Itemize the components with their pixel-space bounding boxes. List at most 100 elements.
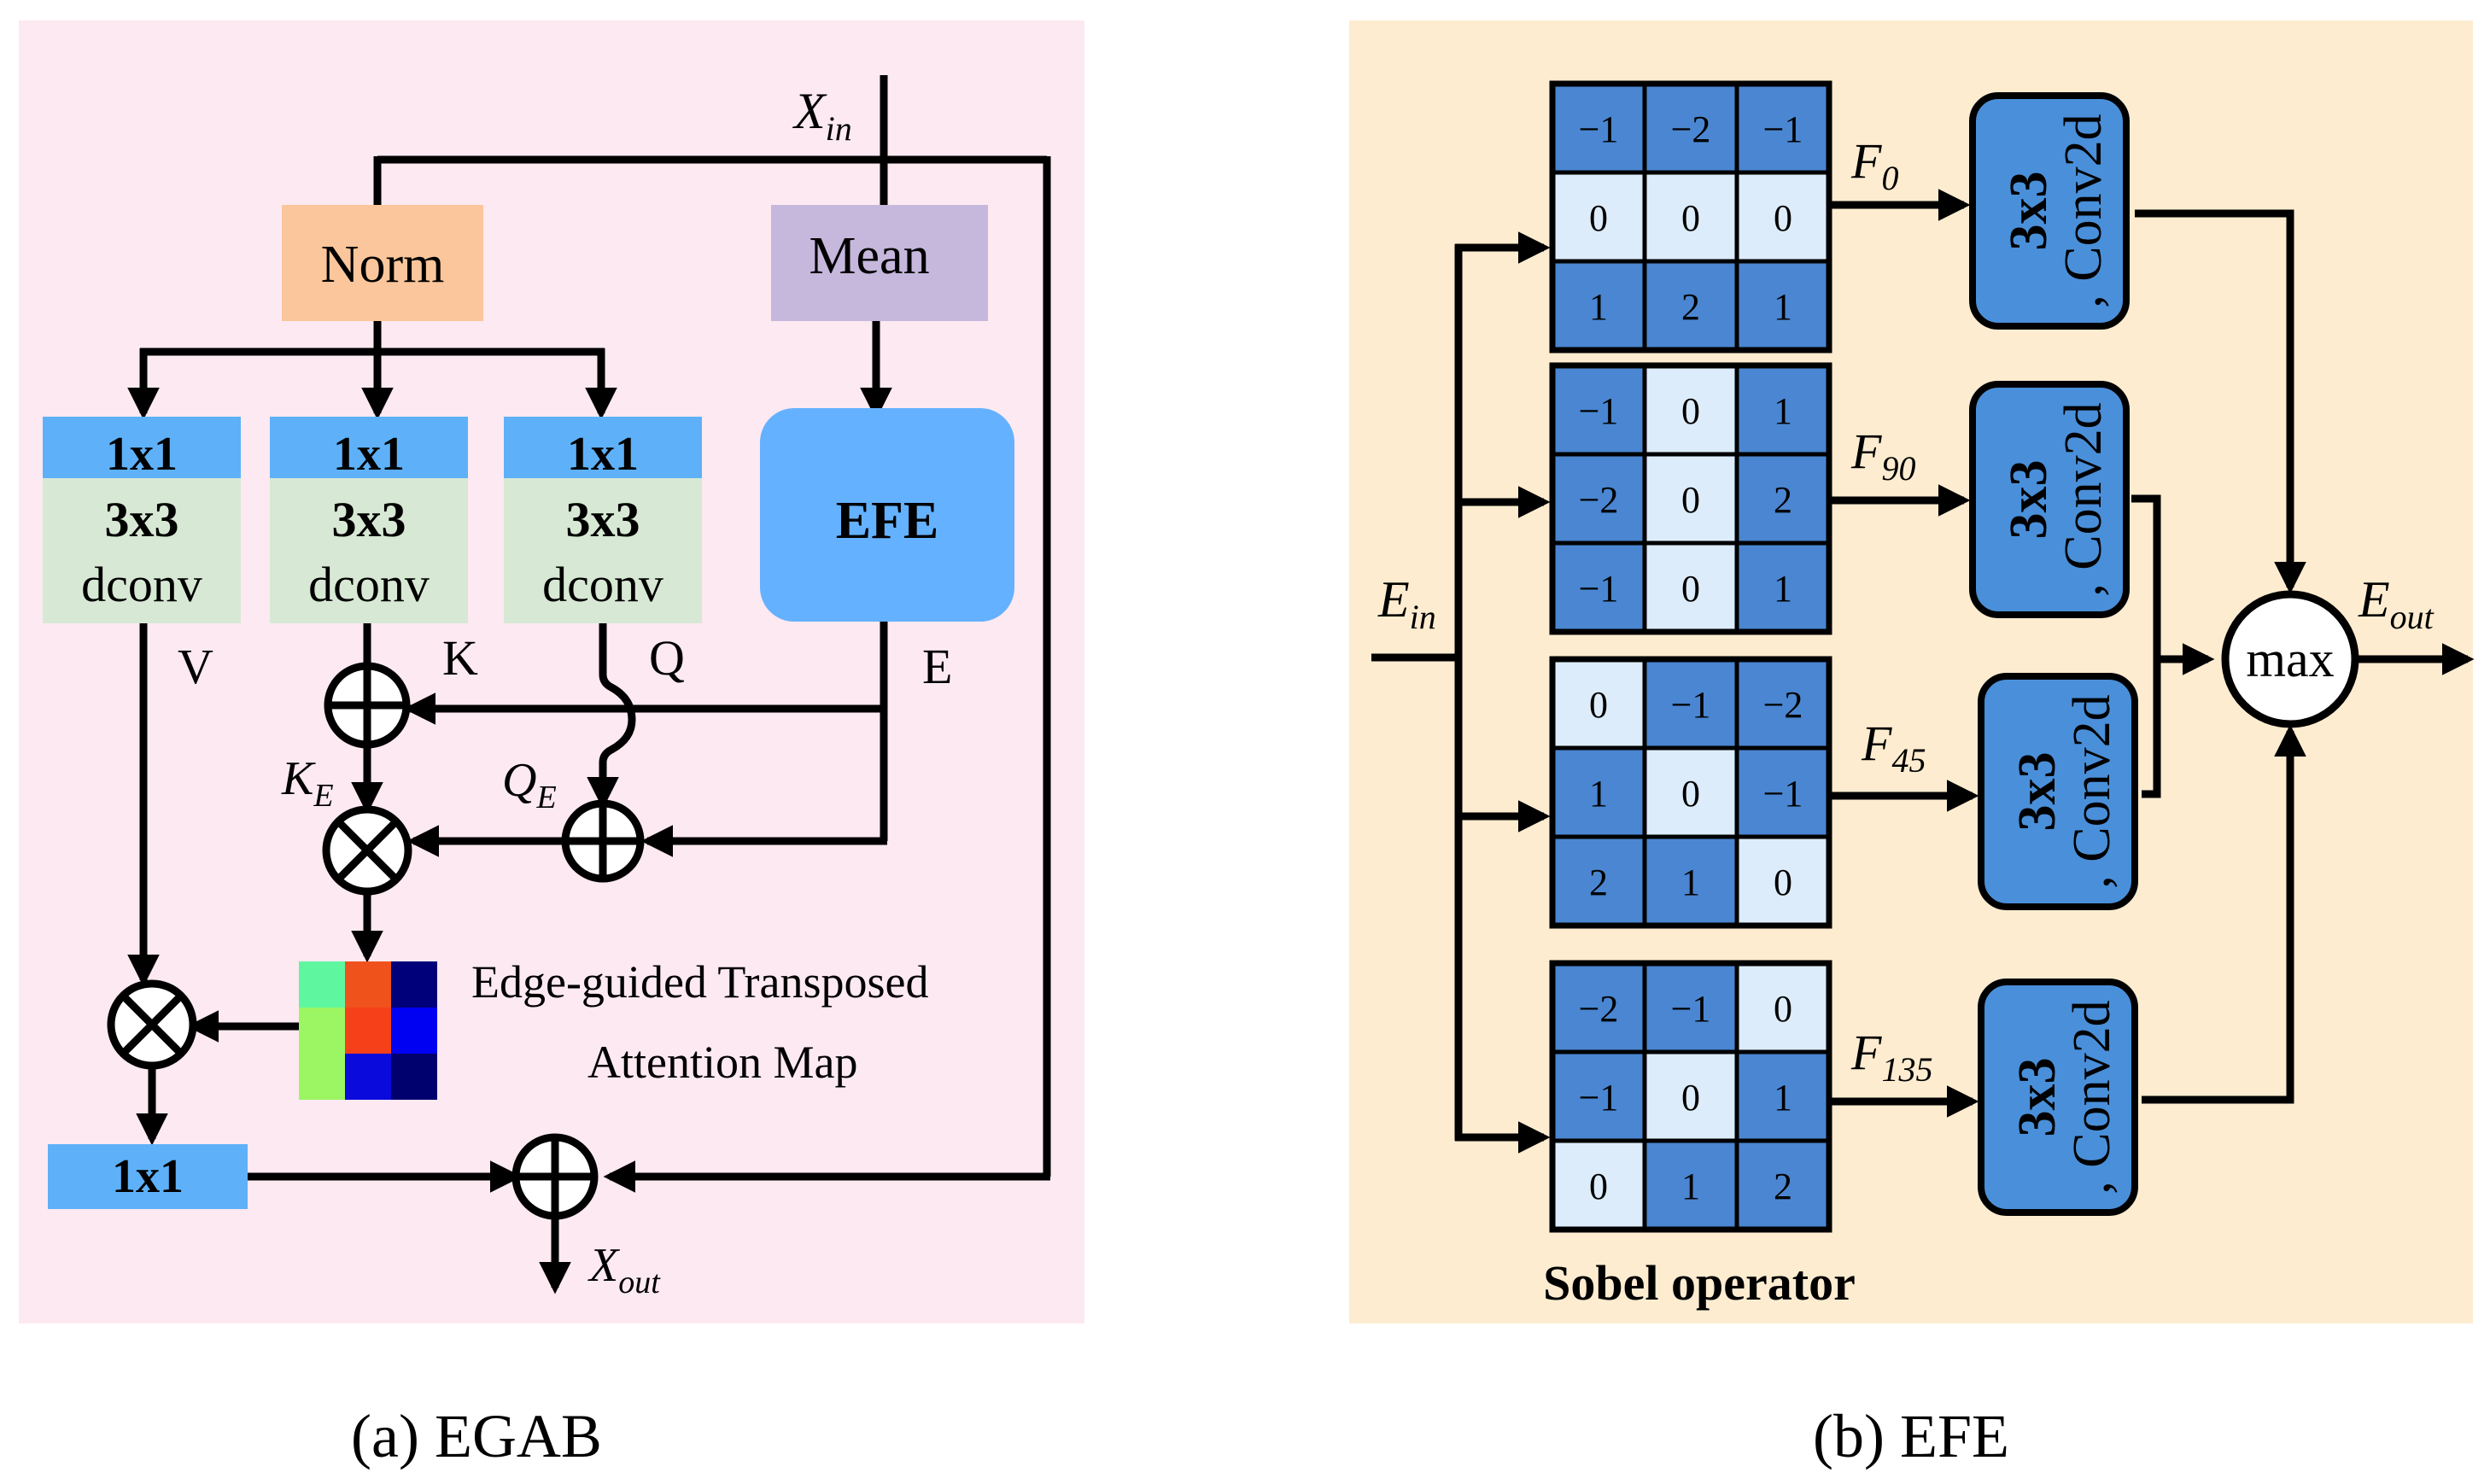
caption-a: (a) EGAB xyxy=(351,1402,602,1470)
kernel-cell-value: 0 xyxy=(1681,197,1700,239)
kernel-cell-value: 0 xyxy=(1681,390,1700,432)
branch-top-box xyxy=(270,417,468,478)
input-e-in-label: Ein xyxy=(1377,571,1436,636)
conv2d-label: 3x3, Conv2d xyxy=(2000,114,2113,307)
kernel-cell-value: −1 xyxy=(1579,1077,1619,1119)
kernel-cell-value: 0 xyxy=(1681,479,1700,521)
kernel-cell-value: 0 xyxy=(1589,684,1608,726)
kernel-cell-value: 1 xyxy=(1589,773,1608,815)
kernel-cell-value: −1 xyxy=(1763,108,1803,150)
conv2d-label: 3x3, Conv2d xyxy=(2000,402,2113,596)
branch-pointwise-label: 1x1 xyxy=(106,428,178,481)
input-x-in-label: Xin xyxy=(792,83,852,148)
kernel-cell-value: 1 xyxy=(1681,1166,1700,1207)
sobel-operator-label: Sobel operator xyxy=(1543,1255,1856,1311)
kernel-cell xyxy=(1734,81,1832,175)
kernel-cell xyxy=(1734,540,1832,634)
efe-label: EFE xyxy=(836,492,939,550)
branch-body-box xyxy=(270,478,468,623)
q-label: Q xyxy=(649,630,685,686)
projection-box xyxy=(48,1144,248,1209)
kernel-cell-value: −1 xyxy=(1671,684,1711,726)
kernel-cell-value: 1 xyxy=(1589,286,1608,328)
kernel-cell-value: −1 xyxy=(1671,988,1711,1030)
kernel-cell xyxy=(1642,452,1739,546)
kernel-output-label: F0 xyxy=(1850,133,1898,197)
kernel-cell-value: −2 xyxy=(1763,684,1803,726)
kernel-cell-value: −2 xyxy=(1579,988,1619,1030)
attention-cell xyxy=(299,1054,345,1100)
kernel-cell-value: 0 xyxy=(1681,773,1700,815)
kernel-cell xyxy=(1642,540,1739,634)
caption-b: (b) EFE xyxy=(1813,1402,2009,1470)
kernel-cell xyxy=(1642,657,1739,751)
branch-kernel-label: 3x3 xyxy=(105,492,179,547)
kernel-cell xyxy=(1642,170,1739,264)
kernel-cell xyxy=(1734,745,1832,839)
kernel-cell-value: −2 xyxy=(1579,479,1619,521)
kernel-cell-value: 0 xyxy=(1774,862,1792,903)
conv2d-block-4: 3x3, Conv2d xyxy=(1978,979,2138,1216)
kernel-cell-value: 1 xyxy=(1774,286,1792,328)
branch-top-box xyxy=(43,417,241,478)
kernel-cell-value: 0 xyxy=(1681,1077,1700,1119)
branch-dconv-label: dconv xyxy=(81,557,202,612)
branch-body-box xyxy=(504,478,702,623)
attention-cell xyxy=(391,1054,437,1100)
kernel-cell-value: 2 xyxy=(1681,286,1700,328)
kernel-cell-value: −1 xyxy=(1579,108,1619,150)
conv2d-box xyxy=(1969,92,2130,330)
kernel-cell-value: 1 xyxy=(1774,568,1792,610)
attention-map-caption-line2: Attention Map xyxy=(587,1037,857,1088)
attention-cell xyxy=(299,961,345,1008)
kernel-cell-value: 0 xyxy=(1589,197,1608,239)
attention-cell xyxy=(345,1008,391,1054)
output-x-out-label: Xout xyxy=(587,1239,661,1300)
kernel-cell-value: −1 xyxy=(1763,773,1803,815)
kernel-output-label: F135 xyxy=(1850,1025,1932,1089)
add-q-e-node xyxy=(561,799,645,883)
kernel-cell-value: −1 xyxy=(1579,390,1619,432)
kernel-cell-value: 0 xyxy=(1774,197,1792,239)
qe-label: QE xyxy=(502,754,557,815)
kernel-cell-value: 0 xyxy=(1774,988,1792,1030)
add-k-e-node xyxy=(324,662,411,749)
attention-cell xyxy=(345,961,391,1008)
kernel-cell xyxy=(1550,1138,1647,1232)
max-label: max xyxy=(2246,631,2334,687)
kernel-cell-value: −2 xyxy=(1671,108,1711,150)
conv2d-blocks: 3x3, Conv2d 3x3, Conv2d 3x3, Conv2d 3x3, Co… xyxy=(1969,92,2138,1216)
kernel-cell-value: 0 xyxy=(1589,1166,1608,1207)
branch-body-box xyxy=(43,478,241,623)
kernel-cell-value: 1 xyxy=(1774,390,1792,432)
conv2d-box xyxy=(1969,381,2130,618)
mul-k-q-node xyxy=(322,805,412,896)
efe-block: EFE xyxy=(760,408,1014,622)
kernel-cell xyxy=(1642,1049,1739,1143)
e-label: E xyxy=(922,639,952,694)
residual-add-node xyxy=(511,1133,599,1220)
conv2d-box xyxy=(1978,673,2138,910)
attention-map-caption-line1: Edge-guided Transposed xyxy=(471,956,928,1008)
v-label: V xyxy=(178,639,213,694)
attention-map-grid xyxy=(299,961,437,1100)
mean-block: Mean xyxy=(771,205,988,321)
conv2d-box xyxy=(1978,979,2138,1216)
mean-box xyxy=(771,205,988,321)
branch-pointwise-label: 1x1 xyxy=(567,428,639,481)
kernel-cell-value: 2 xyxy=(1589,862,1608,903)
norm-box xyxy=(282,205,483,321)
branch-dconv-label: dconv xyxy=(542,557,663,612)
attention-cell xyxy=(391,1008,437,1054)
output-e-out-label: Eout xyxy=(2358,571,2434,636)
kernel-cell-value: 2 xyxy=(1774,1166,1792,1207)
conv2d-label: 3x3, Conv2d xyxy=(2008,694,2121,888)
conv2d-block-3: 3x3, Conv2d xyxy=(1978,673,2138,910)
